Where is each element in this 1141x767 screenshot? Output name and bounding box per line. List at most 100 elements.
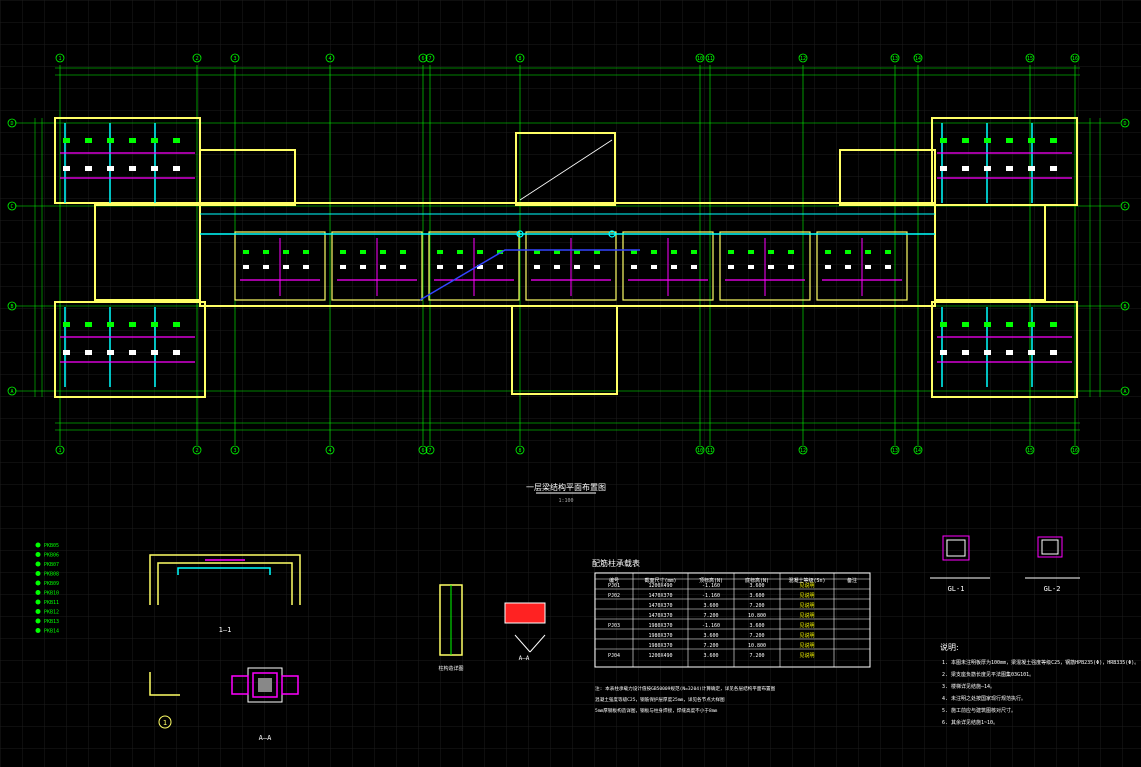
legend-marker xyxy=(35,561,41,567)
axis-bubble-label: 1 xyxy=(58,56,61,62)
legend-label: PKB12 xyxy=(44,610,59,616)
legend-marker xyxy=(35,609,41,614)
rebar-mark xyxy=(303,250,309,254)
legend-label: PKB14 xyxy=(44,629,59,635)
rebar-mark xyxy=(825,265,831,269)
table-cell: 见说明 xyxy=(799,652,814,659)
axis-bubble-label: 6 xyxy=(421,448,424,454)
axis-bubble xyxy=(7,386,17,396)
rebar-mark xyxy=(129,322,136,327)
axis-bubble-label: A xyxy=(10,389,13,395)
rebar-mark xyxy=(885,250,891,254)
axis-bubble xyxy=(7,301,17,311)
axis-bubble-label: 1 xyxy=(58,448,61,454)
notes-list: 1. 本图未注明板厚为100mm，梁混凝土强度等级C25，钢筋HPB235(Φ)… xyxy=(942,659,1139,726)
table-note-line: 5mm厚钢板构造详图，钢板与柱身焊接，焊缝高度不小于8mm xyxy=(595,707,717,714)
rebar-mark xyxy=(1050,166,1057,171)
axis-bubble xyxy=(515,53,525,63)
axis-bubble xyxy=(695,53,705,63)
rebar-mark xyxy=(594,250,600,254)
axis-bubble xyxy=(890,445,900,455)
axis-bubble xyxy=(913,53,923,63)
detail-l-shape xyxy=(149,672,180,696)
rebar-mark xyxy=(497,250,503,254)
rebar-mark xyxy=(1028,138,1035,143)
legend-label: PKB11 xyxy=(44,600,59,606)
plan-title: 一层梁结构平面布置图 xyxy=(526,482,606,492)
axis-bubble xyxy=(1070,53,1080,63)
rebar-mark xyxy=(768,265,774,269)
table-cell: 1980X370 xyxy=(648,623,672,629)
right-wing-mid xyxy=(934,204,1046,301)
axis-bubble-label: A xyxy=(1123,389,1126,395)
rebar-mark xyxy=(173,322,180,327)
axis-bubble-label: 14 xyxy=(915,448,921,454)
note-item: 6. 其余详见结施1~10。 xyxy=(942,719,998,726)
rebar-mark xyxy=(151,166,158,171)
rebar-mark xyxy=(340,250,346,254)
rebar-mark xyxy=(845,265,851,269)
rebar-mark xyxy=(151,138,158,143)
rebar-mark xyxy=(574,250,580,254)
axis-bubble xyxy=(1025,53,1035,63)
rebar-mark xyxy=(671,250,677,254)
axis-bubble xyxy=(1120,386,1130,396)
rebar-mark xyxy=(885,265,891,269)
rebar-mark xyxy=(1028,166,1035,171)
table-cell: 1980X370 xyxy=(648,633,672,639)
table-cell: 见说明 xyxy=(799,642,814,649)
axis-bubble xyxy=(425,445,435,455)
legend-label: PKB08 xyxy=(44,572,59,578)
rebar-mark xyxy=(400,265,406,269)
detail-circle-label: 1 xyxy=(163,719,167,727)
rebar-mark xyxy=(263,265,269,269)
detail-circle xyxy=(158,715,172,729)
table-cell: 7.200 xyxy=(749,653,764,659)
rebar-mark xyxy=(129,166,136,171)
rebar-mark xyxy=(1006,350,1013,355)
rebar-mark xyxy=(1028,350,1035,355)
axis-bubble xyxy=(798,53,808,63)
legend-list: PKB05PKB06PKB07PKB08PKB09PKB10PKB11PKB12… xyxy=(35,542,59,635)
axis-bubble xyxy=(890,53,900,63)
legend-label: PKB09 xyxy=(44,581,59,587)
axis-bubble xyxy=(55,445,65,455)
axis-bubble-label: 7 xyxy=(428,448,431,454)
axis-bubble xyxy=(325,53,335,63)
rebar-mark xyxy=(651,265,657,269)
rebar-mark xyxy=(594,265,600,269)
axis-bubble-label: 12 xyxy=(800,448,806,454)
axis-bubble-label: 4 xyxy=(328,56,331,62)
rebar-mark xyxy=(63,138,70,143)
note-item: 3. 楼梯详见结施—14。 xyxy=(942,683,995,690)
table-note-line: 混凝土强度等级C25，钢筋保护层厚度25mm，详见各节点大样图 xyxy=(595,696,725,703)
axis-bubble xyxy=(230,445,240,455)
table-cell: 1470X370 xyxy=(648,613,672,619)
rebar-mark xyxy=(574,265,580,269)
axis-bubble xyxy=(325,445,335,455)
axis-bubble-label: 2 xyxy=(195,56,198,62)
rebar-mark xyxy=(940,166,947,171)
table-cell: 7.200 xyxy=(749,633,764,639)
axis-bubble xyxy=(515,445,525,455)
rebar-mark xyxy=(437,265,443,269)
rebar-mark xyxy=(984,350,991,355)
center-entry xyxy=(511,305,618,395)
table-header-cell: 混凝土等级(Sn) xyxy=(788,577,825,584)
table-cell: 1470X370 xyxy=(648,593,672,599)
rebar-mark xyxy=(360,265,366,269)
rebar-mark xyxy=(129,350,136,355)
rebar-mark xyxy=(728,250,734,254)
right-small-block xyxy=(839,149,936,206)
axis-bubble-label: 2 xyxy=(195,448,198,454)
rebar-mark xyxy=(940,138,947,143)
table-header-cell: 底标高(N) xyxy=(745,577,769,584)
rebar-mark xyxy=(173,166,180,171)
room-outline xyxy=(816,231,908,301)
rebar-mark xyxy=(984,138,991,143)
rebar-mark xyxy=(85,350,92,355)
rebar-mark xyxy=(1050,350,1057,355)
rebar-mark xyxy=(263,250,269,254)
note-item: 1. 本图未注明板厚为100mm，梁混凝土强度等级C25，钢筋HPB235(Φ)… xyxy=(942,659,1139,666)
